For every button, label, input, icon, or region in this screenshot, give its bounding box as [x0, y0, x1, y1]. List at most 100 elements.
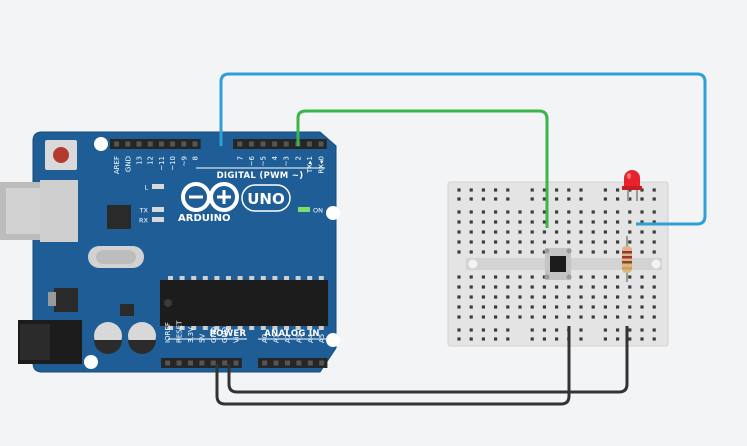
tx-led-label: TX — [139, 207, 149, 215]
digital-pin-label: RX◂0 — [318, 156, 326, 174]
digital-pin-socket[interactable] — [181, 141, 187, 147]
analog-pin-label: A4 — [307, 333, 315, 343]
pushbutton[interactable] — [544, 248, 572, 280]
model-badge — [241, 184, 291, 212]
regulator-tab — [48, 292, 56, 306]
analog-pin-socket[interactable] — [262, 360, 268, 366]
digital-header-label: DIGITAL (PWM ~) — [217, 171, 304, 181]
on-led — [298, 207, 310, 212]
digital-pin-label: TX▸1 — [306, 156, 314, 174]
led-red[interactable] — [622, 170, 642, 201]
power-pin-label: IOREF — [164, 322, 172, 343]
arduino-logo — [181, 182, 239, 212]
mounting-hole — [84, 355, 98, 369]
digital-pin-socket[interactable] — [318, 141, 324, 147]
power-pin-socket[interactable] — [176, 360, 182, 366]
digital-pin-socket[interactable] — [237, 141, 243, 147]
model-label: UNO — [247, 190, 285, 208]
capacitor — [128, 322, 156, 354]
green-wire[interactable] — [296, 109, 549, 228]
power-pin-socket[interactable] — [210, 360, 216, 366]
blue-wire[interactable] — [219, 72, 707, 226]
digital-pin-label: ~11 — [158, 156, 166, 171]
mounting-hole — [326, 333, 340, 347]
resistor[interactable] — [622, 236, 632, 282]
power-pin-socket[interactable] — [222, 360, 228, 366]
power-pin-label: 3.3V — [187, 327, 195, 343]
black-wire[interactable] — [215, 326, 571, 406]
analog-pin-socket[interactable] — [273, 360, 279, 366]
analog-pin-label: A3 — [295, 334, 303, 343]
power-pin-label: GND — [210, 327, 218, 343]
power-header-label: POWER — [210, 329, 247, 339]
mounting-hole — [94, 137, 108, 151]
power-pin-header[interactable] — [161, 358, 242, 368]
rx-led-label: RX — [139, 217, 149, 225]
digital-pin-label: 12 — [147, 156, 155, 165]
digital-pin-label: 13 — [136, 156, 144, 165]
digital-pin-label: ~3 — [283, 156, 291, 166]
digital-pin-socket[interactable] — [260, 141, 266, 147]
digital-pin-socket[interactable] — [272, 141, 278, 147]
digital-pin-header[interactable] — [110, 139, 327, 149]
digital-pin-label: ~5 — [260, 156, 268, 166]
analog-pin-header[interactable] — [258, 358, 328, 368]
analog-pin-socket[interactable] — [307, 360, 313, 366]
digital-pin-socket[interactable] — [114, 141, 120, 147]
power-pin-socket[interactable] — [199, 360, 205, 366]
power-pin-label: 5V — [198, 334, 206, 343]
digital-pin-socket[interactable] — [283, 141, 289, 147]
analog-pin-socket[interactable] — [296, 360, 302, 366]
analog-pin-socket[interactable] — [319, 360, 325, 366]
digital-pin-socket[interactable] — [170, 141, 176, 147]
digital-pin-label: ~9 — [180, 156, 188, 166]
digital-pin-socket[interactable] — [248, 141, 254, 147]
analog-pin-label: A2 — [284, 334, 292, 343]
power-pin-socket[interactable] — [165, 360, 171, 366]
analog-pin-label: A0 — [261, 334, 269, 343]
analog-pin-label: A1 — [273, 334, 281, 343]
voltage-regulator — [54, 288, 78, 312]
brand-label: ARDUINO — [178, 213, 230, 224]
digital-pin-socket[interactable] — [158, 141, 164, 147]
power-jack — [18, 320, 82, 364]
tx-led — [152, 207, 164, 212]
power-pin-label: Vin — [233, 332, 241, 343]
digital-pin-label: GND — [124, 156, 132, 172]
digital-pin-socket[interactable] — [192, 141, 198, 147]
digital-pin-socket[interactable] — [125, 141, 131, 147]
on-led-label: ON — [313, 207, 323, 215]
analog-pin-socket[interactable] — [285, 360, 290, 366]
digital-pin-socket[interactable] — [306, 141, 312, 147]
l-led-label: L — [144, 184, 148, 192]
analog-pin-label: A5 — [318, 334, 326, 343]
digital-pin-label: 2 — [294, 156, 302, 160]
black-wire[interactable] — [227, 326, 629, 394]
digital-pin-label: ~6 — [248, 155, 256, 166]
mounting-hole — [326, 206, 340, 220]
atmega-chip — [160, 276, 328, 330]
power-pin-label: RESET — [176, 320, 184, 343]
power-pin-socket[interactable] — [188, 360, 193, 366]
power-pin-label: GND — [221, 327, 229, 343]
power-pin-socket[interactable] — [233, 360, 239, 366]
digital-pin-socket[interactable] — [136, 141, 142, 147]
digital-pin-label: 8 — [192, 156, 200, 160]
usb-connector — [0, 180, 78, 242]
usb-chip — [107, 205, 131, 229]
digital-pin-label: AREF — [113, 156, 121, 174]
capacitor — [94, 322, 122, 354]
analog-header-label: ANALOG IN — [264, 329, 320, 339]
l-led — [152, 184, 164, 189]
reset-button[interactable] — [45, 140, 77, 170]
small-chip — [120, 304, 134, 316]
rx-led — [152, 217, 164, 222]
digital-pin-label: 4 — [271, 155, 279, 160]
digital-pin-socket[interactable] — [147, 141, 153, 147]
digital-pin-label: 7 — [236, 156, 244, 160]
